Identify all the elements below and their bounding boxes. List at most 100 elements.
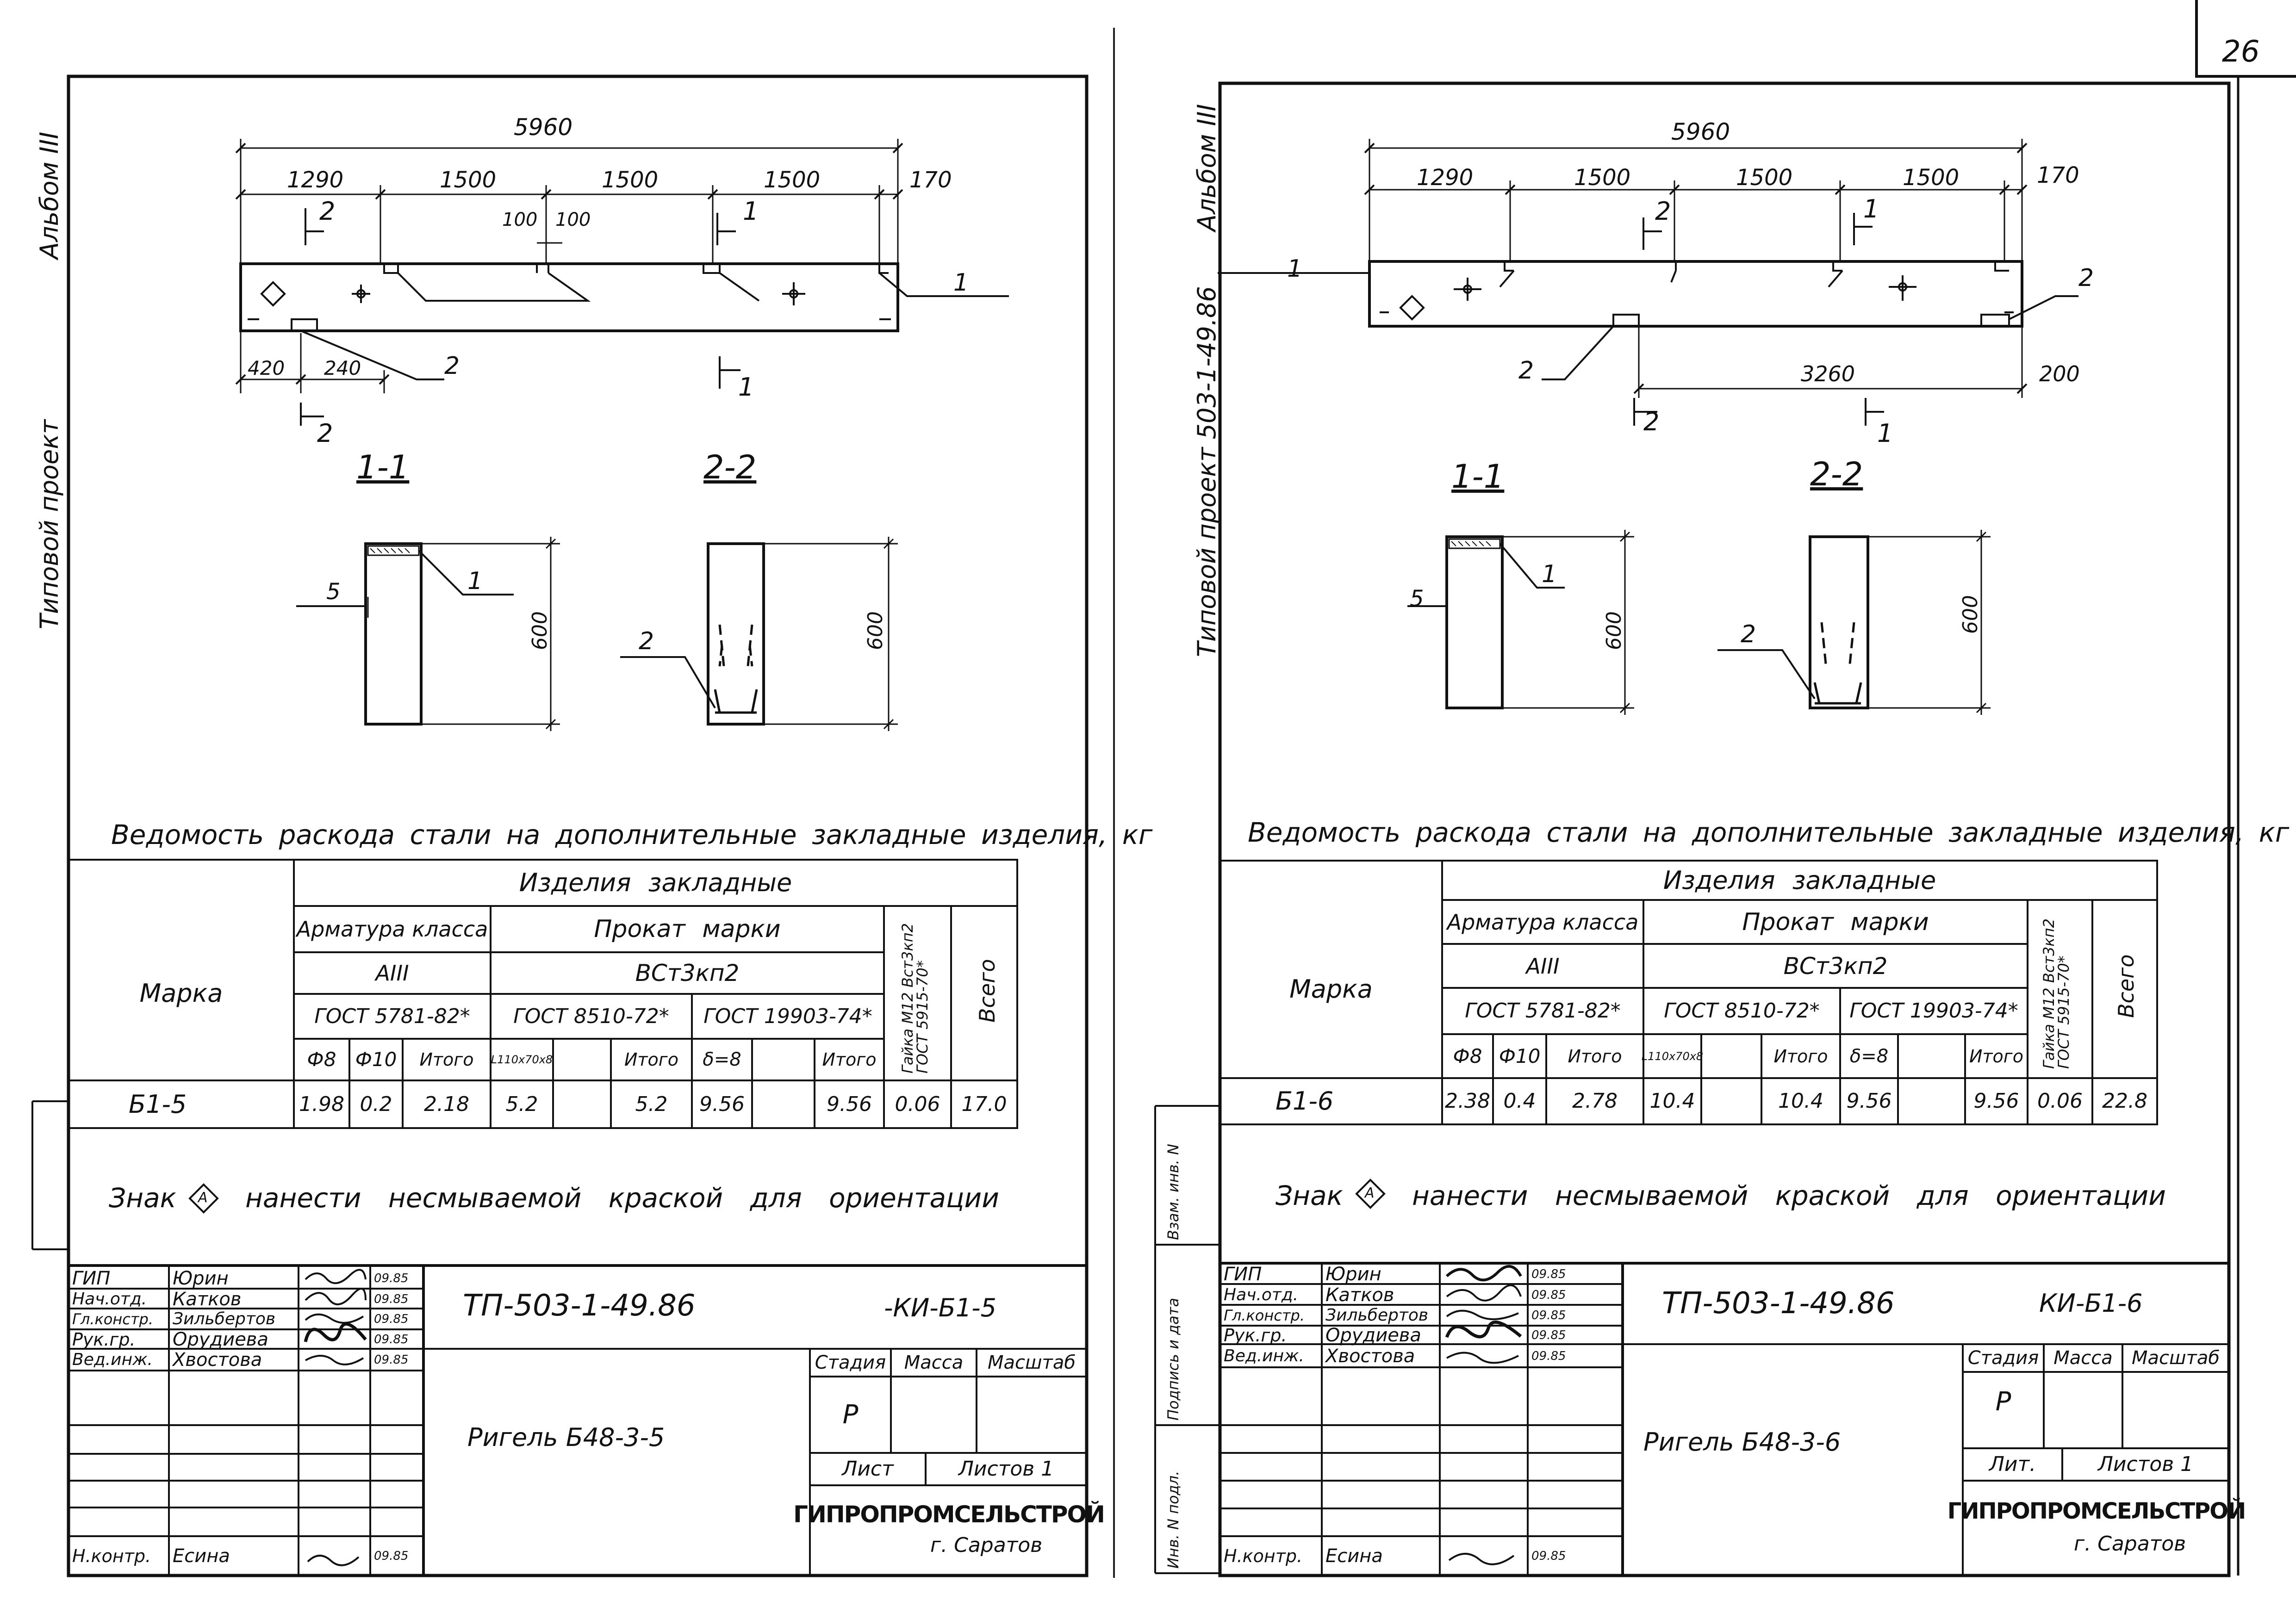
stamp-mass-header: Масса [2053, 1347, 2113, 1369]
project-label: Типовой проект 503-1-49.86 [1192, 286, 1221, 657]
note-before: Знак [1276, 1180, 1343, 1211]
callout-1: 1 [953, 269, 969, 297]
table-gost-a: ГОСТ 8510-72* [513, 1004, 669, 1028]
table-rebar-gost: ГОСТ 5781-82* [1465, 999, 1621, 1023]
stamp-firm: ГИПРОПРОМСЕЛЬСТРОЙ [1947, 1498, 2246, 1524]
table-gost-a: ГОСТ 8510-72* [1664, 999, 1820, 1023]
section-mark-bottom-right: 1 [1877, 419, 1893, 448]
dim-segment-4: 1500 [1903, 165, 1960, 191]
stamp-stage-header: Стадия [1967, 1347, 2039, 1369]
drawing-linework-right [1154, 0, 2296, 1577]
table-cell: 0.06 [2037, 1089, 2083, 1113]
binding-label: Инв. N подл. [1164, 1470, 1182, 1569]
table-cell: 1.98 [299, 1092, 344, 1116]
section-title-1: 1-1 [356, 448, 410, 486]
table-cell: 9.56 [699, 1092, 745, 1116]
table-rolled-header: Прокат марки [1742, 908, 1929, 936]
table-cell: 9.56 [1846, 1089, 1892, 1113]
table-col-total-1: Итого [1568, 1046, 1622, 1067]
stamp-stage-value: Р [1995, 1387, 2011, 1417]
table-col-angle: L110х70х8 [491, 1053, 553, 1066]
dim-total: 5960 [514, 114, 573, 141]
stamp-role: Вед.инж. [1224, 1346, 1304, 1365]
dim-segment-3: 1500 [602, 167, 659, 193]
dim-bottom-2: 200 [2039, 361, 2080, 386]
stamp-name: Юрин [173, 1268, 229, 1289]
stamp-city: г. Саратов [2074, 1532, 2186, 1556]
section-mark-top-right: 1 [1863, 194, 1879, 223]
dim-small-1: 100 [502, 209, 538, 230]
callout-2: 2 [1518, 357, 1534, 385]
stamp-role: Гл.констр. [72, 1310, 153, 1328]
table-col-delta: δ=8 [703, 1049, 741, 1070]
note-symbol: А [198, 1190, 208, 1206]
table-rebar-header: Арматура класса [296, 917, 488, 942]
table-cell: 2.18 [424, 1092, 469, 1116]
stamp-name: Юрин [1325, 1264, 1381, 1285]
table-nut-header: Гайка М12 Вст3кп2 ГОСТ 5915-70* [2040, 918, 2072, 1069]
table-rebar-class: АIII [1526, 953, 1560, 979]
section-title-2: 2-2 [703, 448, 757, 486]
table-cell: 5.2 [635, 1092, 668, 1116]
dim-total: 5960 [1671, 118, 1730, 145]
stamp-scale-header: Масштаб [987, 1352, 1076, 1373]
table-cell: 2.38 [1445, 1089, 1490, 1113]
stamp-date: 09.85 [1531, 1349, 1566, 1363]
dim-bottom-2: 240 [324, 357, 361, 379]
section-1-callout: 1 [1542, 560, 1557, 588]
table-cell: 0.4 [1503, 1089, 1536, 1113]
stamp-sheet-code: -КИ-Б1-5 [884, 1293, 996, 1322]
stamp-control-name: Есина [1325, 1545, 1383, 1567]
section-title-2: 2-2 [1810, 455, 1863, 493]
stamp-name: Зильбертов [1325, 1306, 1429, 1325]
table-rolled-grade: ВСт3кп2 [635, 960, 740, 986]
table-col-phi8: Ф8 [307, 1048, 336, 1071]
stamp-date: 09.85 [374, 1312, 409, 1326]
stamp-role: Гл.констр. [1224, 1307, 1305, 1324]
table-rebar-class: АIII [375, 961, 409, 986]
note-after: нанести несмываемой краской для ориентац… [1412, 1180, 2166, 1211]
dim-segment-1: 1290 [287, 167, 344, 193]
table-col-phi10: Ф10 [1499, 1044, 1541, 1067]
drawing-sheet-right: 26 Альбом III Типовой проект 503-1-49.86… [1148, 0, 2296, 1613]
stamp-stage-header: Стадия [815, 1352, 886, 1373]
table-cell: 17.0 [961, 1092, 1007, 1116]
stamp-title: Ригель Б48-3-5 [467, 1423, 665, 1452]
stamp-date: 09.85 [374, 1272, 409, 1285]
stamp-role: ГИП [1224, 1264, 1262, 1285]
table-group-header: Изделия закладные [1663, 865, 1936, 895]
stamp-name: Орудиева [1325, 1325, 1421, 1346]
stamp-name: Орудиева [173, 1329, 268, 1350]
section-1-height: 600 [528, 611, 552, 650]
section-mark-bottom-left: 2 [1643, 407, 1660, 436]
section-mark-bottom-left: 2 [317, 419, 333, 448]
section-1-callout: 1 [467, 567, 483, 595]
stamp-role: Рук.гр. [1224, 1325, 1287, 1346]
section-title-1: 1-1 [1451, 458, 1505, 496]
table-cell: 9.56 [1973, 1089, 2019, 1113]
stamp-name: Зильбертов [173, 1309, 276, 1328]
stamp-scale-header: Масштаб [2131, 1347, 2220, 1369]
table-col-total-2: Итого [1773, 1046, 1828, 1067]
stamp-date: 09.85 [1531, 1309, 1566, 1322]
stamp-title: Ригель Б48-3-6 [1643, 1427, 1841, 1457]
dim-bottom-1: 3260 [1801, 361, 1855, 386]
stamp-control-role: Н.контр. [1224, 1545, 1303, 1566]
stamp-role: Вед.инж. [72, 1350, 153, 1369]
table-mark-header: Марка [139, 978, 223, 1008]
table-col-angle: L110х70х8 [1641, 1049, 1704, 1063]
table-col-phi8: Ф8 [1453, 1044, 1482, 1067]
dim-bottom-1: 420 [248, 357, 285, 379]
table-col-total-1: Итого [419, 1049, 474, 1070]
table-total-header: Всего [975, 959, 1000, 1023]
project-label: Типовой проект [35, 419, 64, 629]
section-mark-top-left: 2 [319, 197, 336, 226]
section-1-height: 600 [1602, 611, 1626, 650]
stamp-date: 09.85 [374, 1353, 409, 1367]
table-col-total-3: Итого [822, 1049, 877, 1070]
stamp-date: 09.85 [1531, 1328, 1566, 1342]
statement-title: Ведомость раскода стали на дополнительны… [111, 819, 1153, 850]
stamp-role: Нач.отд. [72, 1290, 147, 1309]
stamp-sheet-header: Лит. [1989, 1452, 2036, 1476]
dim-segment-5: 170 [909, 167, 952, 193]
